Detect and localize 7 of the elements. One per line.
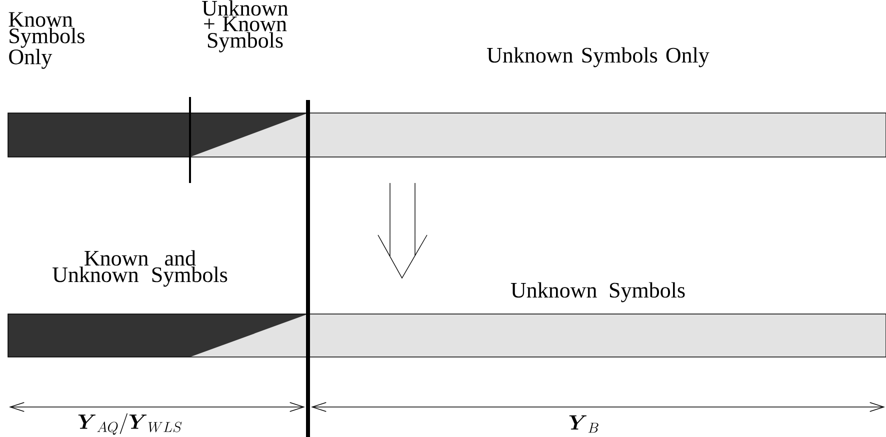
region-label: Unknown + Known Symbols (202, 0, 288, 52)
formula-label: $\boldsymbol{Y}_{B}$ (569, 415, 598, 433)
region-label: Unknown Symbols (510, 282, 685, 302)
region-label: Known and Unknown Symbols (52, 250, 228, 287)
region-label: Unknown Symbols Only (487, 47, 710, 68)
region-label: Known Symbols Only (8, 12, 84, 69)
formula-label: $\boldsymbol{Y}_{AQ}/\boldsymbol{Y}_{WLS}$ (78, 413, 182, 435)
